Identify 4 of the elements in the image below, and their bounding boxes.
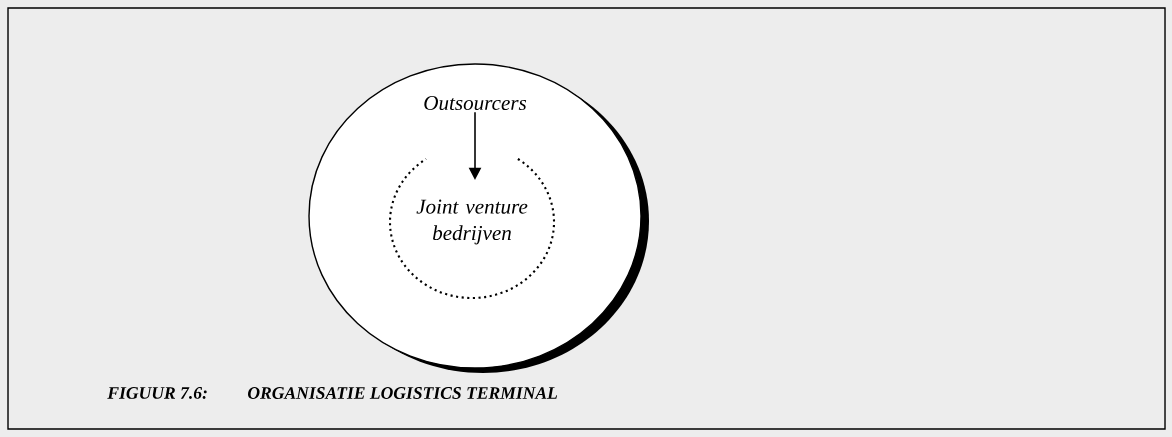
ellipse-shape xyxy=(308,63,649,373)
caption-text: FIGUUR 7.6: xyxy=(107,387,207,399)
caption-text: ORGANISATIE LOGISTICS TERMINAL xyxy=(248,387,558,399)
text-label: Outsourcers xyxy=(424,95,527,111)
